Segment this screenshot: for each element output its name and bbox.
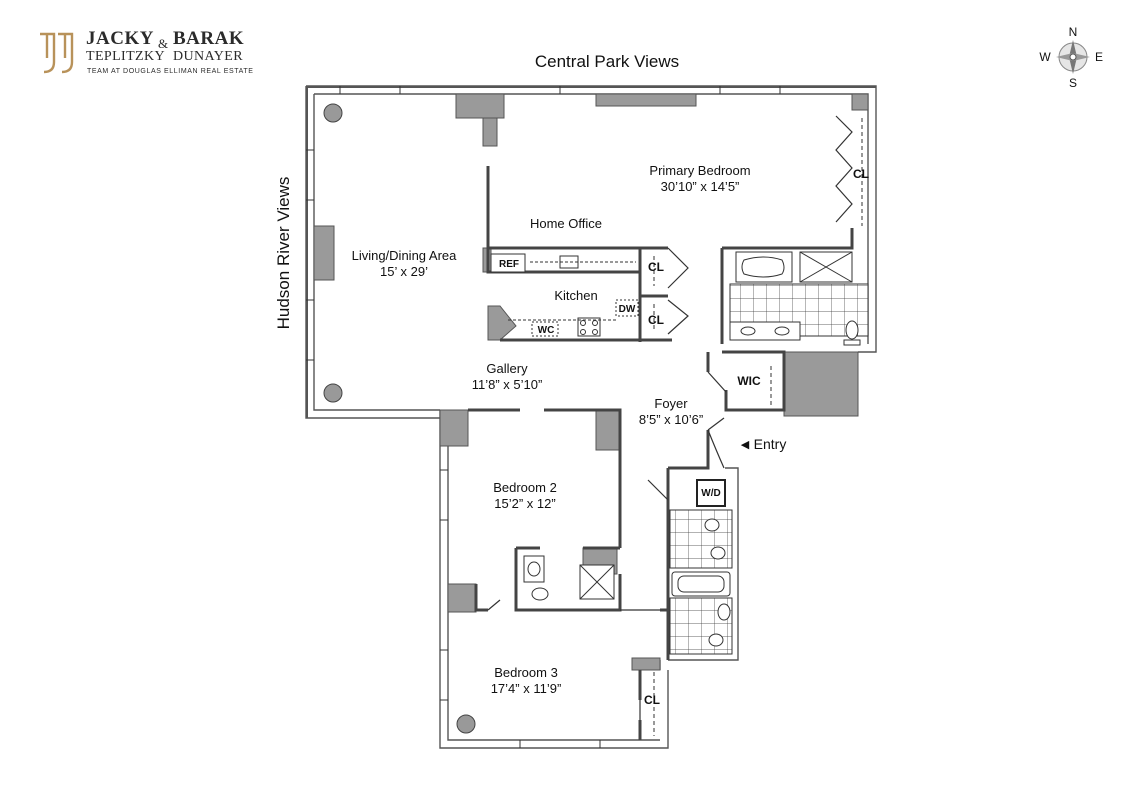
label-dw: DW <box>619 304 636 315</box>
window-mullions <box>306 86 876 418</box>
label-wic: WIC <box>737 374 761 388</box>
entry-label: Entry <box>754 436 787 452</box>
view-label-top: Central Park Views <box>535 52 679 71</box>
room-bedroom2-size: 15’2” x 12” <box>494 496 555 511</box>
room-office-name: Home Office <box>530 216 602 231</box>
structural-columns <box>313 93 869 671</box>
room-primary-size: 30’10” x 14’5” <box>661 179 740 194</box>
room-foyer-name: Foyer <box>654 396 688 411</box>
room-primary-name: Primary Bedroom <box>649 163 750 178</box>
kitchen-fixtures <box>490 253 639 337</box>
label-wc: WC <box>538 325 555 336</box>
compass-w: W <box>1039 50 1051 64</box>
bedroom2-bath <box>523 555 615 601</box>
brand-monogram-icon <box>40 32 74 74</box>
room-gallery-size: 11’8” x 5’10” <box>472 377 543 392</box>
compass-n: N <box>1069 25 1078 39</box>
brand-name-teplitzky: TEPLITZKY <box>86 49 166 64</box>
label-ref: REF <box>499 259 519 270</box>
compass-e: E <box>1095 50 1103 64</box>
room-bedroom3-size: 17’4” x 11’9” <box>491 681 562 696</box>
interior-walls <box>468 166 854 740</box>
room-gallery-name: Gallery <box>486 361 528 376</box>
hall-baths <box>669 479 733 655</box>
label-cl-bedroom3: CL <box>644 693 660 707</box>
primary-bath <box>729 251 869 346</box>
brand-ampersand: & <box>158 36 169 51</box>
room-living-size: 15’ x 29’ <box>380 264 428 279</box>
brand-name-barak: BARAK <box>173 28 245 49</box>
room-bedroom3-name: Bedroom 3 <box>494 665 558 680</box>
doors <box>487 115 853 720</box>
closet-dashes <box>653 118 863 736</box>
room-foyer-size: 8’5” x 10’6” <box>639 412 703 427</box>
room-kitchen-name: Kitchen <box>554 288 597 303</box>
window-ticks <box>306 86 781 748</box>
brand-logo: JACKY & BARAK TEPLITZKY DUNAYER TEAM AT … <box>34 28 264 80</box>
brand-name-jacky: JACKY <box>86 28 154 49</box>
brand-name-dunayer: DUNAYER <box>173 49 243 64</box>
compass-s: S <box>1069 76 1077 90</box>
room-living-name: Living/Dining Area <box>352 248 458 263</box>
exterior-walls <box>305 85 877 749</box>
entry-arrow-icon: ◀ <box>741 439 750 451</box>
label-cl-kitchen-1: CL <box>648 260 664 274</box>
label-cl-primary: CL <box>853 167 869 181</box>
label-cl-kitchen-2: CL <box>648 313 664 327</box>
label-wd: W/D <box>701 488 720 499</box>
room-bedroom2-name: Bedroom 2 <box>493 480 557 495</box>
view-label-left: Hudson River Views <box>274 177 293 330</box>
compass-icon <box>1056 40 1090 74</box>
brand-tagline: TEAM AT DOUGLAS ELLIMAN REAL ESTATE <box>87 68 254 75</box>
round-columns <box>323 103 476 734</box>
